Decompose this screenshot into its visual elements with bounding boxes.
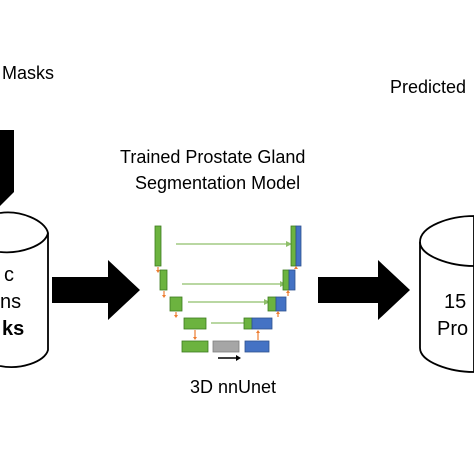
model-title-line2: Segmentation Model xyxy=(135,173,301,193)
right-database-cylinder xyxy=(419,215,474,373)
top-left-label: Masks xyxy=(2,63,55,83)
top-right-label: Predicted xyxy=(390,77,467,97)
model-title-line1: Trained Prostate Gland xyxy=(120,147,306,167)
left-cylinder-line1: c xyxy=(4,264,14,286)
input-scan-stack xyxy=(0,130,14,206)
left-cylinder-line3: ks xyxy=(2,318,25,340)
right-cylinder-line2: Pro xyxy=(437,318,469,340)
arrow-left-to-model xyxy=(52,260,140,320)
left-cylinder-line2: ns xyxy=(0,291,22,313)
arrow-model-to-right xyxy=(318,260,410,320)
right-cylinder-line1: 15 xyxy=(444,291,467,313)
unet-illustration xyxy=(154,225,302,361)
model-name-label: 3D nnUnet xyxy=(190,377,277,397)
left-database-cylinder xyxy=(0,211,49,368)
